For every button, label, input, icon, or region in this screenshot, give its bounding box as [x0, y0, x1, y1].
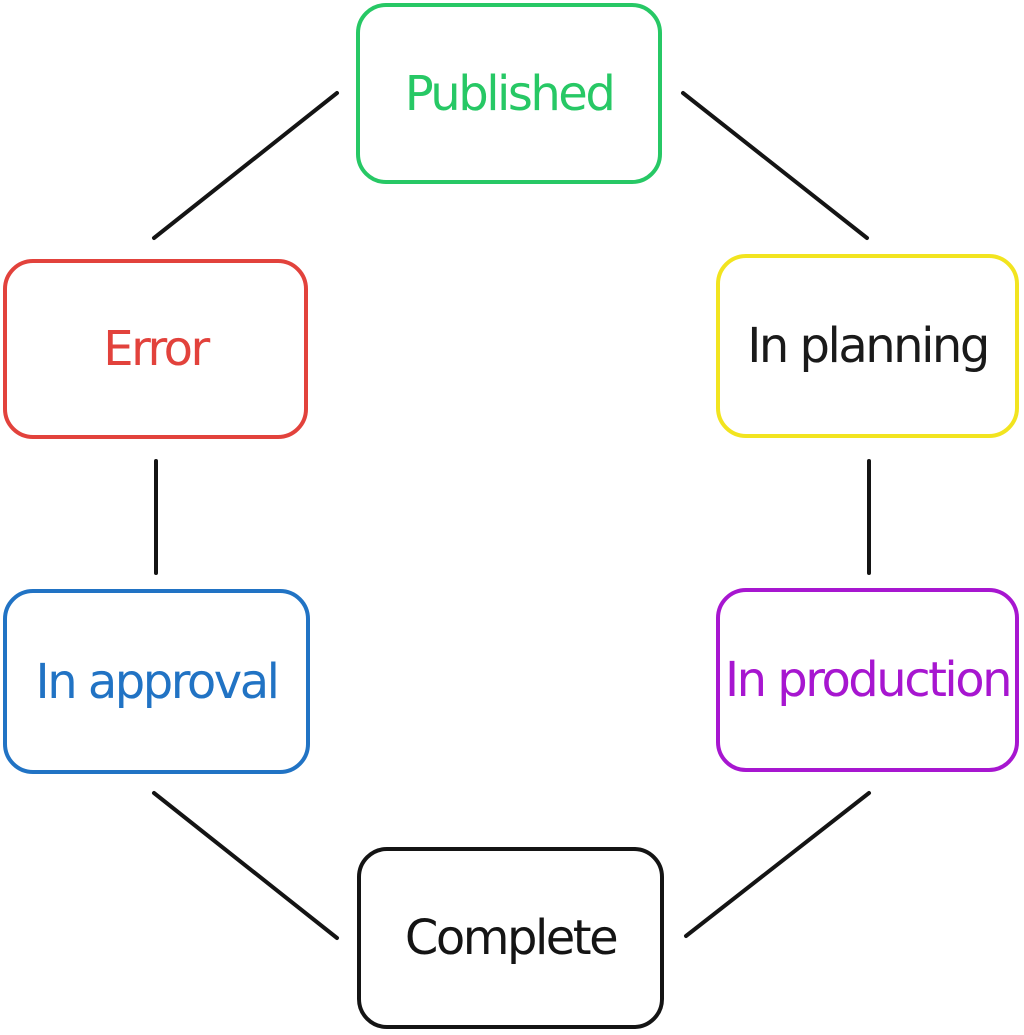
- node-complete: Complete: [357, 847, 664, 1029]
- node-published: Published: [356, 3, 662, 184]
- node-label-in-approval: In approval: [35, 653, 280, 710]
- edge-published-to-in-planning: [681, 91, 869, 240]
- edge-in-approval-to-complete: [152, 791, 339, 940]
- edge-in-production-to-complete: [684, 791, 871, 938]
- node-in-planning: In planning: [716, 254, 1019, 438]
- node-in-production: In production: [716, 588, 1019, 772]
- node-in-approval: In approval: [3, 589, 310, 774]
- node-label-in-planning: In planning: [747, 318, 990, 374]
- node-label-complete: Complete: [404, 910, 619, 966]
- node-error: Error: [3, 259, 308, 439]
- node-label-in-production: In production: [724, 652, 1013, 708]
- node-label-error: Error: [103, 321, 210, 377]
- node-label-published: Published: [404, 65, 616, 122]
- edge-published-to-error: [152, 91, 339, 240]
